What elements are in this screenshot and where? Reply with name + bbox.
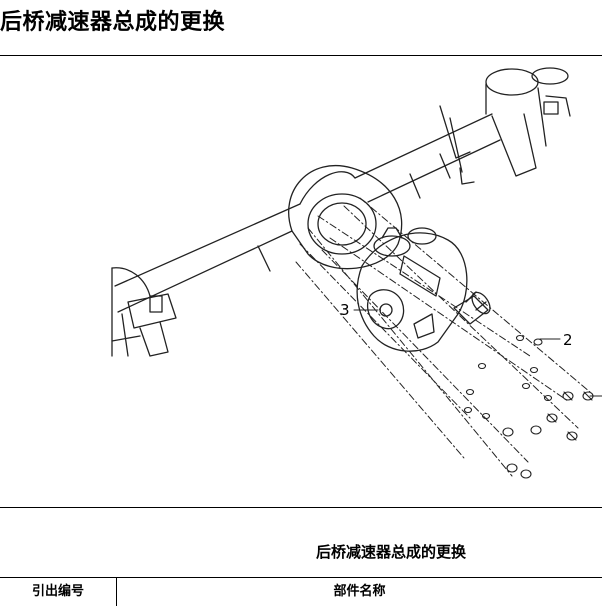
table-top-rule [0,577,602,578]
figure-caption: 后桥减速器总成的更换 [316,543,467,561]
callout-2: 2 [563,331,573,349]
axle-housing [114,113,501,313]
callout-3: 3 [340,301,350,319]
fasteners [463,334,594,479]
differential-carrier [356,227,491,352]
header-part-name: 部件名称 [333,584,386,599]
page-title: 后桥减速器总成的更换 [0,10,226,35]
left-spring-seat [111,267,177,357]
alignment-lines [295,197,591,477]
callout-leaders [353,309,602,397]
title-divider [0,55,602,56]
header-callout-number: 引出编号 [0,577,117,606]
right-spring-seat [439,67,571,185]
parts-table-header: 引出编号 部件名称 [0,577,602,606]
exploded-axle-diagram: 3 2 [111,67,602,479]
diagram-divider [0,507,602,508]
